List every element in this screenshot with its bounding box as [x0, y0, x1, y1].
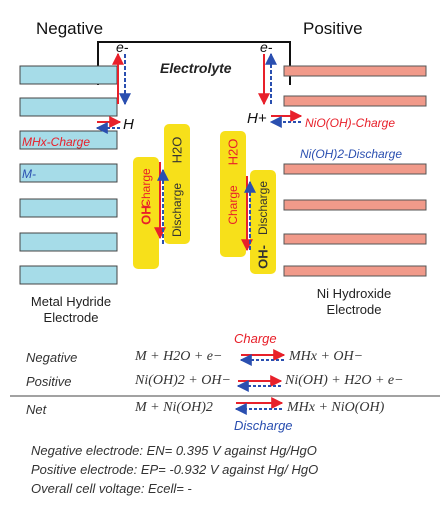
electron-left-label: e-	[116, 39, 129, 55]
net-reaction-label: Net	[26, 402, 47, 417]
electrolyte-label: Electrolyte	[160, 60, 232, 76]
electrode-right-line2: Electrode	[326, 302, 382, 317]
positive-reaction-right: Ni(OH) + H2O + e−	[285, 373, 404, 388]
metal-hydride-plates	[19, 65, 118, 285]
negative-reaction-left: M + H2O + e−	[135, 349, 223, 364]
m-discharge-label: M-	[22, 167, 36, 181]
negative-reaction-right: MHx + OH−	[289, 349, 364, 364]
h-right-label: H+	[247, 110, 267, 127]
note-positive-electrode: Positive electrode: EP= -0.932 V against…	[31, 462, 319, 477]
left-h2o-box	[164, 124, 190, 244]
discharge-label: Discharge	[234, 418, 293, 433]
left-h2o-label: H2O	[169, 136, 185, 164]
negative-header: Negative	[36, 19, 104, 38]
nio-charge-label: NiO(OH)-Charge	[305, 116, 396, 130]
left-discharge-label: Discharge	[170, 182, 184, 238]
electrode-right-line1: Ni Hydroxide	[316, 286, 392, 301]
left-oh-box	[133, 157, 159, 269]
net-reaction-right: MHx + NiO(OH)	[287, 400, 385, 415]
ni-hydroxide-plates	[283, 65, 427, 277]
left-charge-label: Charge	[139, 168, 153, 208]
net-reaction-left: M + Ni(OH)2	[135, 400, 213, 415]
mhx-charge-label: MHx-Charge	[22, 135, 91, 149]
charge-label: Charge	[234, 331, 277, 346]
right-oh-box	[250, 170, 276, 274]
negative-reaction-label: Negative	[26, 350, 78, 365]
right-charge-label: Charge	[226, 185, 240, 225]
electrolyte-container	[97, 41, 291, 85]
electrode-left-line2: Electrode	[43, 310, 99, 325]
note-negative-electrode: Negative electrode: EN= 0.395 V against …	[31, 443, 317, 458]
right-discharge-label: Discharge	[256, 180, 270, 236]
right-h2o-box	[220, 131, 246, 257]
positive-reaction-left: Ni(OH)2 + OH−	[135, 373, 231, 388]
positive-header: Positive	[303, 19, 363, 38]
note-cell-voltage: Overall cell voltage: Ecell= -	[31, 481, 192, 496]
right-h2o-label: H2O	[225, 138, 241, 166]
electron-right-label: e-	[260, 39, 273, 55]
h-left-label: H	[123, 116, 134, 133]
positive-reaction-label: Positive	[26, 374, 72, 389]
nioh2-discharge-label: Ni(OH)2-Discharge	[300, 147, 403, 161]
electrode-left-line1: Metal Hydride	[30, 294, 112, 309]
right-oh-label: OH-	[255, 245, 271, 269]
